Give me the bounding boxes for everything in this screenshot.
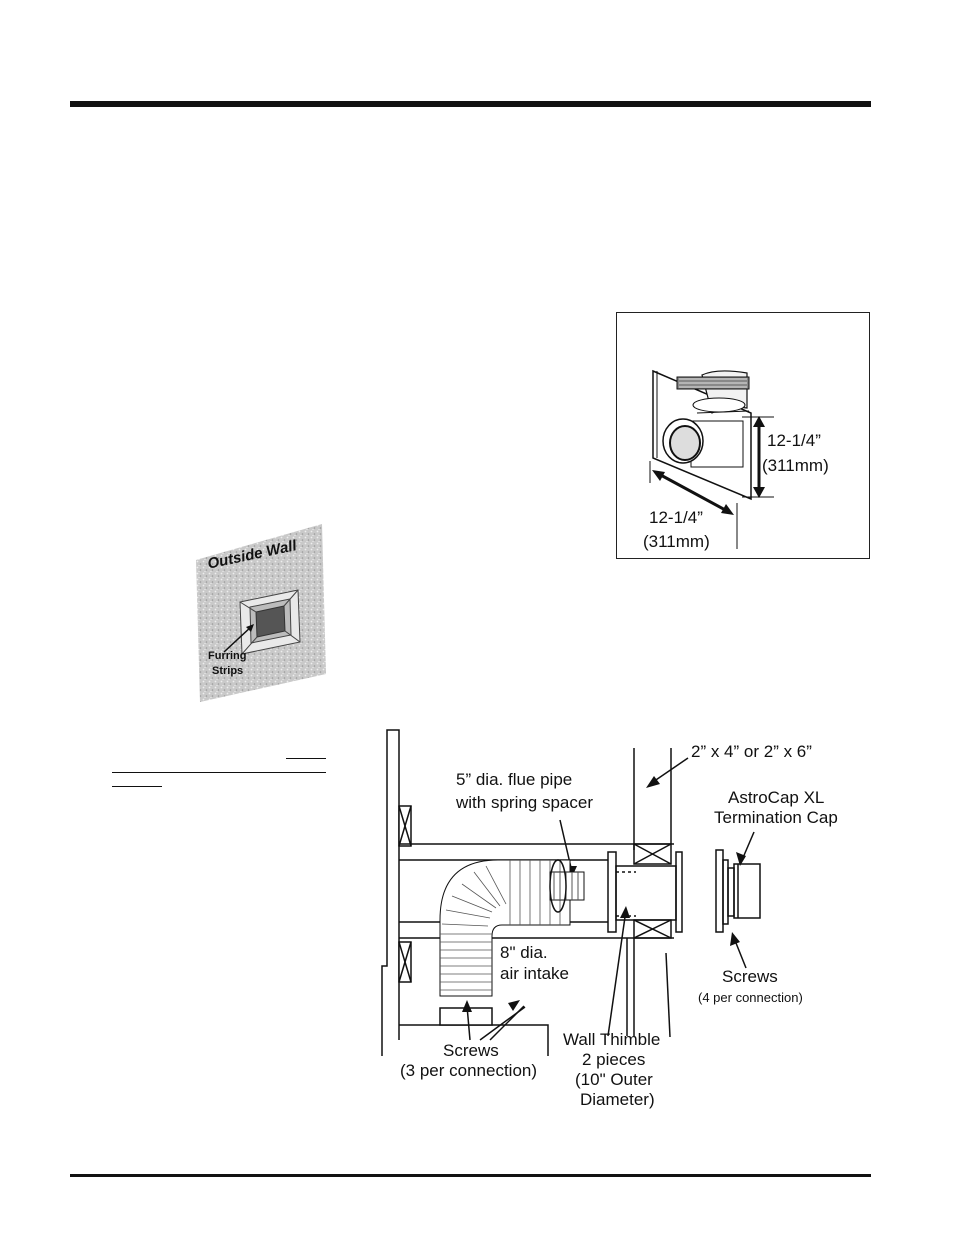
screws-cap-count-label: (4 per connection) bbox=[698, 990, 803, 1005]
furring-strips-callout: Furring bbox=[208, 650, 247, 662]
termination-cap-drawing bbox=[649, 369, 774, 549]
wall-thimble-label-line2: 2 pieces bbox=[582, 1050, 646, 1069]
width-dimension-label: 12-1/4” bbox=[649, 508, 703, 527]
underline-fragment bbox=[112, 772, 326, 773]
screws-intake-label: Screws bbox=[443, 1041, 499, 1060]
outside-wall-drawing bbox=[196, 524, 326, 702]
screws-cap-label: Screws bbox=[722, 967, 778, 986]
height-dimension-mm-label: (311mm) bbox=[762, 456, 829, 475]
air-intake-label: 8" dia. bbox=[500, 943, 548, 962]
underline-fragment bbox=[286, 758, 326, 759]
header-rule bbox=[70, 101, 871, 107]
flue-pipe-label-line2: with spring spacer bbox=[456, 793, 594, 812]
air-intake-label-line2: air intake bbox=[500, 964, 569, 983]
stud-size-label: 2” x 4” or 2” x 6” bbox=[691, 742, 812, 761]
vent-installation-diagram: 2” x 4” or 2” x 6” AstroCap XL Terminati… bbox=[370, 720, 870, 1120]
width-dimension-mm-label: (311mm) bbox=[643, 532, 710, 551]
flue-pipe-label: 5” dia. flue pipe bbox=[456, 770, 573, 789]
wall-thimble-label-line4: Diameter) bbox=[580, 1090, 655, 1109]
astrocap-label: AstroCap XL bbox=[728, 788, 825, 807]
installation-cross-section-drawing bbox=[381, 729, 761, 1056]
height-dimension-label: 12-1/4” bbox=[767, 431, 821, 450]
furring-strips-callout-line2: Strips bbox=[212, 665, 244, 677]
screws-intake-count-label: (3 per connection) bbox=[400, 1061, 538, 1080]
outside-wall-figure: Outside Wall Furring Strips bbox=[196, 524, 326, 704]
footer-rule bbox=[70, 1174, 871, 1177]
wall-thimble-label: Wall Thimble bbox=[563, 1030, 661, 1049]
termination-cap-dimension-figure: 12-1/4” (311mm) 12-1/4” (311mm) bbox=[616, 312, 870, 559]
astrocap-label-line2: Termination Cap bbox=[714, 808, 838, 827]
wall-thimble-label-line3: (10" Outer bbox=[575, 1070, 653, 1089]
underline-fragment bbox=[112, 786, 162, 787]
